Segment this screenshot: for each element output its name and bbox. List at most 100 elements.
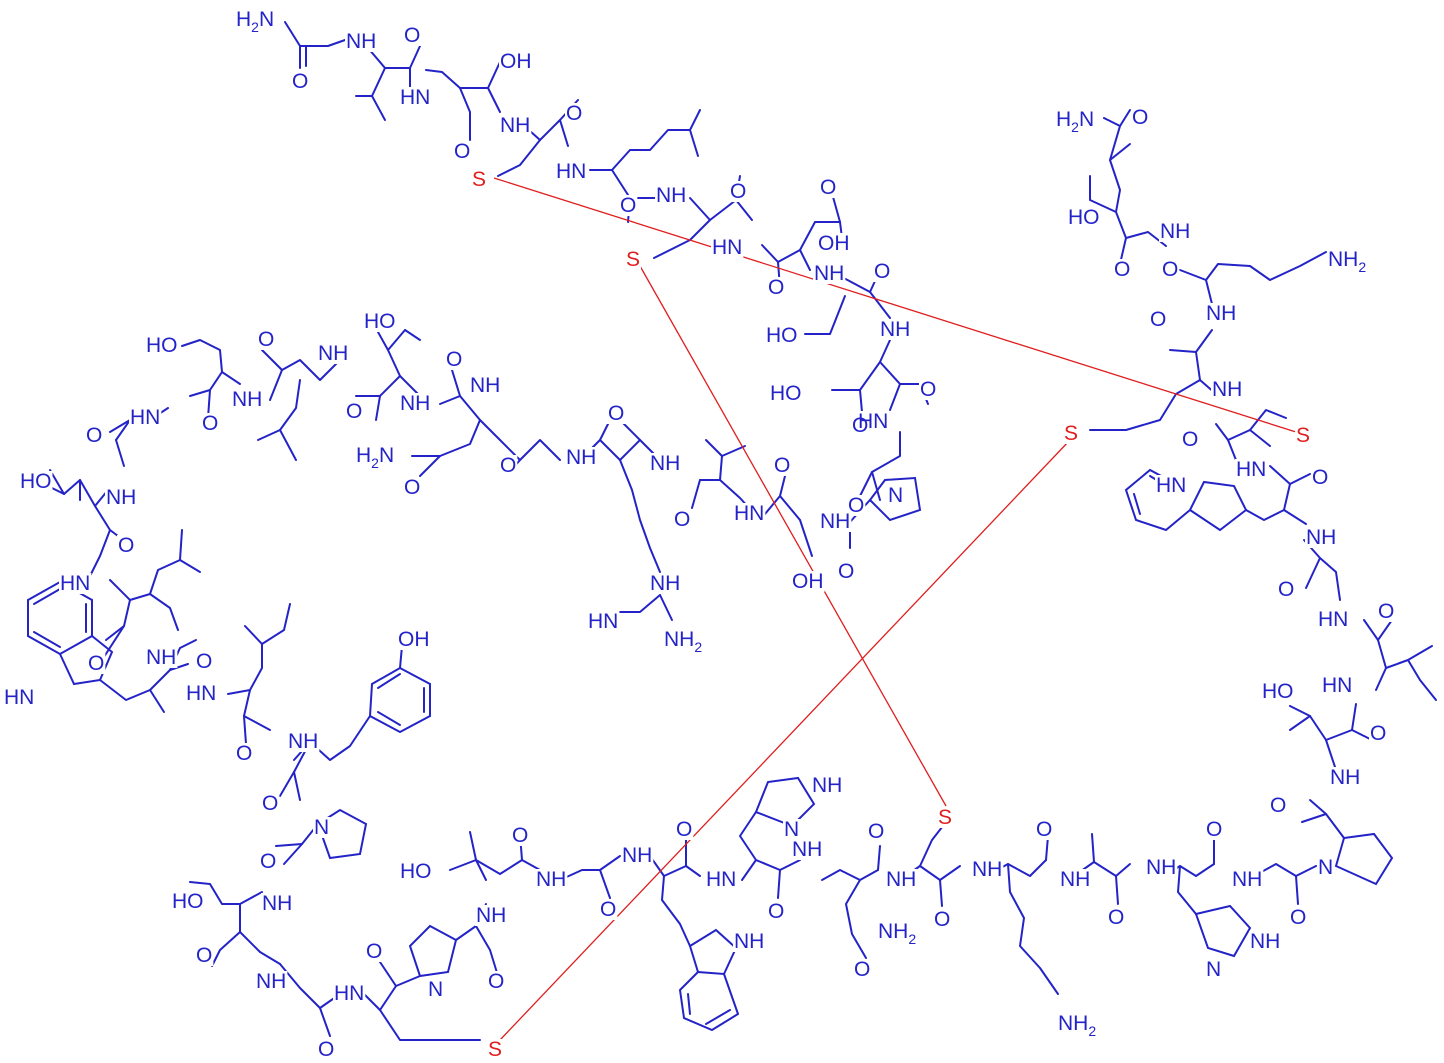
sulfur-cys40-label: S xyxy=(1064,422,1078,445)
amide-nh-label: NH xyxy=(880,318,910,341)
amide-nh-label: NH xyxy=(1232,868,1262,891)
label-halo xyxy=(261,893,294,914)
label-halo xyxy=(453,141,472,162)
label-halo xyxy=(791,839,824,860)
label-halo xyxy=(933,909,952,930)
amide-nh-label: NH xyxy=(650,572,680,595)
imidazole-nh-label: NH xyxy=(1250,930,1280,953)
label-halo xyxy=(499,51,533,72)
amide-hn-label: HN xyxy=(1318,608,1348,631)
hydroxyl-oh-label: OH xyxy=(792,570,824,593)
carbonyl-o-label: O xyxy=(676,818,692,841)
label-halo xyxy=(499,455,518,476)
label-halo xyxy=(1269,795,1288,816)
proline-n-label: N xyxy=(314,816,329,839)
label-halo xyxy=(773,455,792,476)
label-halo xyxy=(403,477,422,498)
carbonyl-o-label: O xyxy=(674,508,690,531)
label-halo xyxy=(887,485,905,506)
carbonyl-o-label: O xyxy=(1312,466,1328,489)
label-halo xyxy=(619,195,638,216)
carbonyl-o-label: O xyxy=(852,414,868,437)
label-halo xyxy=(1289,907,1308,928)
amide-nh-label: NH xyxy=(1206,302,1236,325)
label-halo xyxy=(105,487,138,508)
label-halo xyxy=(565,103,584,124)
label-halo xyxy=(767,277,786,298)
label-halo xyxy=(1321,675,1354,696)
label-halo xyxy=(445,349,464,370)
label-halo xyxy=(291,71,310,92)
proline-n-label: N xyxy=(428,978,443,1001)
amide-nh-label: NH xyxy=(400,392,430,415)
amide-nh2-label: H2N xyxy=(356,444,394,471)
sulfur-cys24-label: S xyxy=(488,1038,502,1061)
hydroxyl-ho-label: HO xyxy=(364,310,396,333)
amide-nh-label: NH xyxy=(500,114,530,137)
label-halo xyxy=(19,471,53,492)
amide-nh-label: NH xyxy=(814,262,844,285)
label-halo xyxy=(235,9,276,34)
carbonyl-o-label: O xyxy=(608,402,624,425)
hydroxyl-ho-label: HO xyxy=(146,334,178,357)
amide-nh-label: NH xyxy=(232,388,262,411)
carbonyl-o-label: O xyxy=(404,24,420,47)
label-halo xyxy=(399,393,432,414)
label-halo xyxy=(729,181,748,202)
label-halo xyxy=(625,249,642,270)
label-halo xyxy=(847,495,866,516)
amide-nh-label: NH xyxy=(650,452,680,475)
hydroxyl-ho-label: HO xyxy=(770,382,802,405)
label-halo xyxy=(117,535,136,556)
label-halo xyxy=(1131,107,1150,128)
label-halo xyxy=(857,411,890,432)
atom-labels: H2N NH O O HN OH O NH S O HN O NH O S HN… xyxy=(4,8,1394,1061)
label-halo xyxy=(255,971,288,992)
label-halo xyxy=(145,647,178,668)
label-halo xyxy=(487,1039,504,1060)
label-halo xyxy=(511,825,530,846)
label-halo xyxy=(607,403,626,424)
label-halo xyxy=(1377,601,1396,622)
label-halo xyxy=(1159,221,1192,242)
label-halo xyxy=(675,819,694,840)
label-halo xyxy=(475,905,508,926)
label-halo xyxy=(317,343,350,364)
label-halo xyxy=(767,901,786,922)
label-halo xyxy=(817,233,851,254)
label-halo xyxy=(705,869,738,890)
amide-nh-label: NH xyxy=(1306,526,1336,549)
label-halo xyxy=(1063,423,1080,444)
amide-hn-label: HN xyxy=(734,502,764,525)
carbonyl-o-label: O xyxy=(262,792,278,815)
amine-label: H2N xyxy=(236,8,274,35)
amide-hn-label: HN xyxy=(712,236,742,259)
label-halo xyxy=(587,611,620,632)
imidazole-n-label: N xyxy=(1206,958,1221,981)
label-halo xyxy=(769,383,803,404)
imine-hn-label: HN xyxy=(588,610,618,633)
carbonyl-o-label: O xyxy=(292,70,308,93)
amide-hn-label: HN xyxy=(130,406,160,429)
sulfur-cys28-label: S xyxy=(938,806,952,829)
label-halo xyxy=(655,185,688,206)
label-halo xyxy=(733,503,766,524)
amide-hn-label: HN xyxy=(334,982,364,1005)
amide-nh-label: NH xyxy=(346,30,376,53)
carbonyl-o-label: O xyxy=(934,908,950,931)
label-halo xyxy=(663,629,704,654)
amide-nh-label: NH xyxy=(656,184,686,207)
carbonyl-o-label: O xyxy=(1182,428,1198,451)
amide-hn-label: HN xyxy=(186,682,216,705)
amide-nh-label: NH xyxy=(146,646,176,669)
carbonyl-o-label: O xyxy=(774,454,790,477)
carbonyl-o-label: O xyxy=(366,940,382,963)
label-halo xyxy=(87,653,106,674)
label-halo xyxy=(345,401,364,422)
label-halo xyxy=(3,687,36,708)
carbonyl-o-label: O xyxy=(768,276,784,299)
label-halo xyxy=(1211,379,1244,400)
label-halo xyxy=(287,731,320,752)
label-halo xyxy=(673,509,692,530)
carbonyl-o-label: O xyxy=(488,970,504,993)
